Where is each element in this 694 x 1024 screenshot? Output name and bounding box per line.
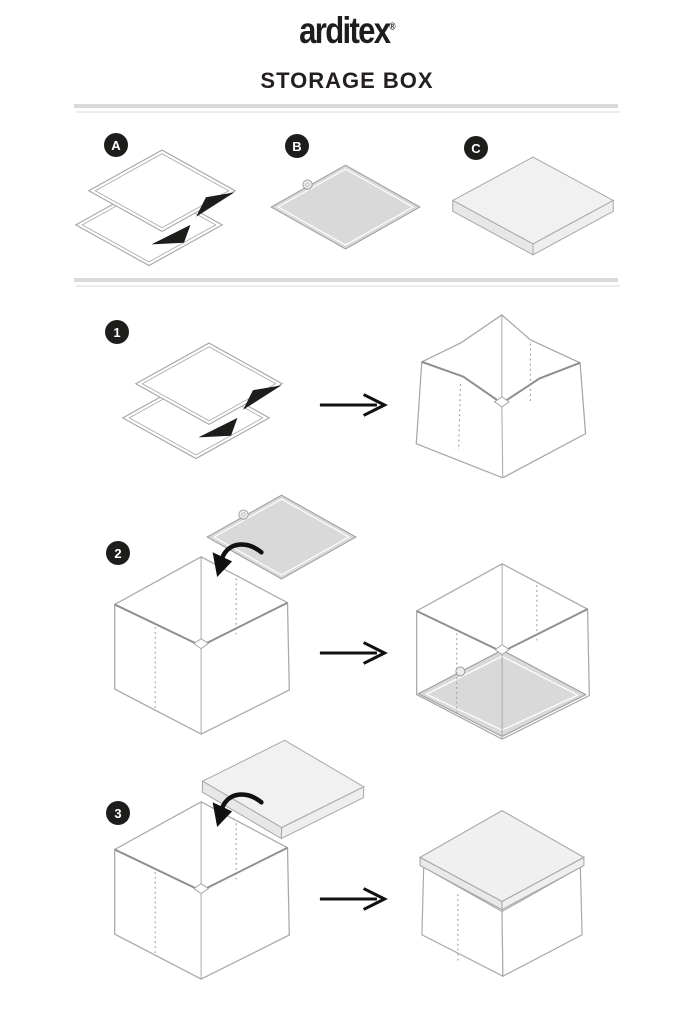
part-a-badge: A (104, 133, 128, 157)
step-3-badge: 3 (106, 801, 130, 825)
brand-logo-text: arditex® (298, 10, 396, 51)
step-2-badge: 2 (106, 541, 130, 565)
part-c-badge: C (464, 136, 488, 160)
step2-gray-base-panel-icon (204, 489, 359, 582)
lid-right-side (532, 199, 614, 256)
step2-right-arrow-icon (318, 639, 394, 667)
header-divider (74, 104, 620, 116)
gray-base-panel-icon (268, 159, 423, 252)
unfolding-open-box-icon (408, 312, 592, 478)
top-folded-panel (87, 149, 237, 233)
step-1-badge: 1 (105, 320, 129, 344)
step2-open-box-icon (112, 555, 292, 735)
box-silhouette (415, 314, 587, 478)
fold-line-left (458, 383, 461, 451)
base-panel (270, 164, 421, 250)
corner-gap (493, 396, 511, 408)
step1-right-arrow-icon (318, 391, 394, 419)
brand-logo: arditex® (0, 10, 694, 52)
step3-open-box-icon (112, 800, 292, 980)
panel-tab (302, 179, 313, 190)
section-divider (74, 278, 620, 290)
step3-lid-panel-icon (197, 732, 369, 846)
panel-tab (455, 666, 466, 677)
open-box-with-gray-base-icon (414, 554, 592, 748)
step2-curved-down-arrow-icon (203, 538, 269, 590)
closed-box-with-lid-icon (412, 786, 592, 990)
lid-right-rim (501, 856, 585, 911)
registered-trademark-symbol: ® (388, 21, 396, 33)
divider-line-thick (74, 104, 618, 108)
divider-line-thin (76, 285, 620, 287)
box-right-face (501, 866, 583, 978)
divider-line-thick (74, 278, 618, 282)
lid-top-face (451, 156, 615, 245)
lid-panel-icon (449, 152, 617, 259)
folded-flat-panels-icon (74, 146, 237, 268)
divider-line-thin (76, 111, 620, 113)
step3-right-arrow-icon (318, 885, 394, 913)
page-title: STORAGE BOX (260, 68, 434, 93)
step1-folded-panels-icon (121, 339, 284, 461)
step3-curved-down-arrow-icon (203, 788, 269, 840)
part-b-badge: B (285, 134, 309, 158)
